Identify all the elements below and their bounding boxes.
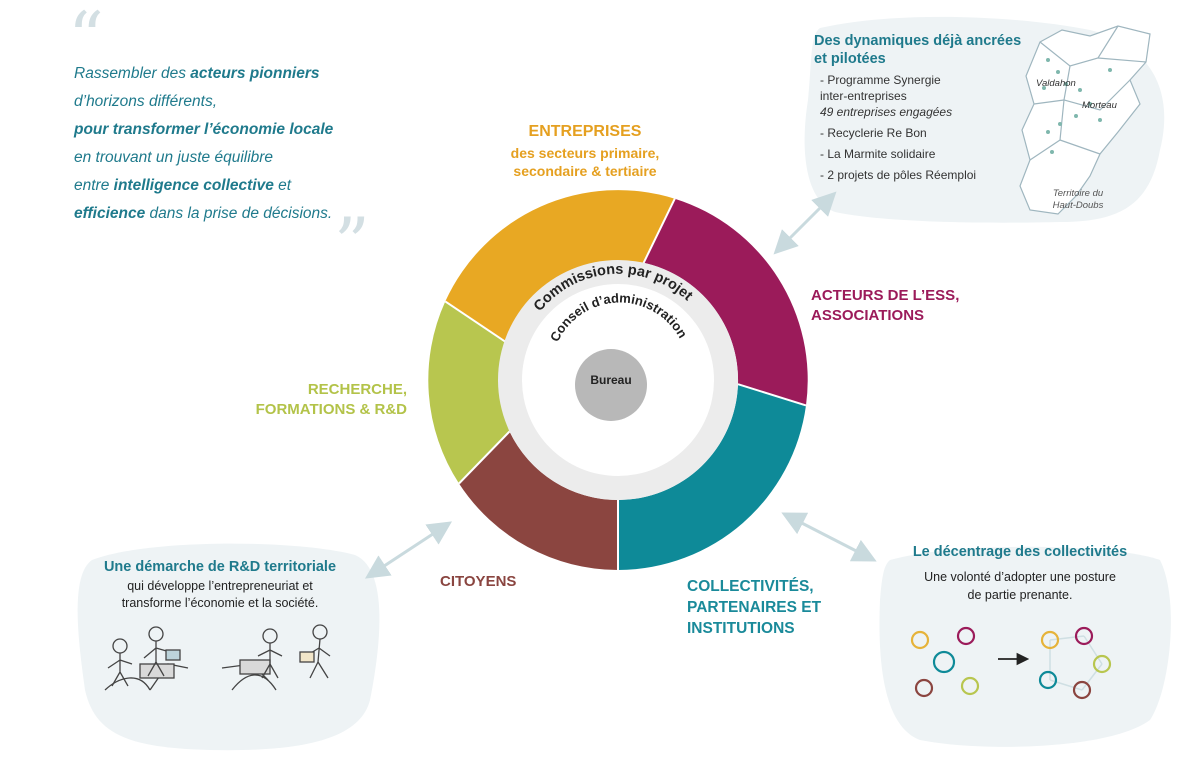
- recherche-label-line: FORMATIONS & R&D: [255, 401, 407, 418]
- quote-text: dans la prise de décisions.: [145, 205, 333, 222]
- quote-text: d’horizons différents,: [74, 93, 218, 110]
- rd-description-line: qui développe l’entrepreneuriat et: [127, 579, 313, 593]
- sector-recherche: [428, 301, 510, 484]
- list-item-text: - La Marmite solidaire: [820, 147, 936, 161]
- ess-label-line: ACTEURS DE L’ESS,: [811, 287, 960, 304]
- dynamiques-title: Des dynamiques déjà ancrées et pilotées: [814, 32, 1049, 68]
- map-label-morteau: Morteau: [1082, 100, 1117, 111]
- map-dots: [1042, 58, 1112, 154]
- collectivites-label-line: COLLECTIVITÉS,: [687, 578, 814, 595]
- quote-emphasis: intelligence collective: [113, 177, 274, 194]
- citoyens-label: CITOYENS: [440, 573, 517, 590]
- close-quote-icon: ”: [334, 203, 370, 285]
- list-item-text: inter-entreprises: [820, 89, 907, 103]
- network-nodes-after: [1038, 626, 1112, 700]
- network-before: [910, 626, 980, 698]
- quote-emphasis: efficience: [74, 205, 146, 222]
- list-item-text: - Recyclerie Re Bon: [820, 126, 927, 140]
- recherche-label-line: RECHERCHE,: [307, 381, 407, 398]
- entreprises-label: ENTREPRISES: [528, 123, 642, 140]
- sector-entreprises: [445, 190, 675, 345]
- list-item-text: 49 entreprises engagées: [820, 105, 953, 119]
- territory-caption-line: Haut-Doubs: [1052, 200, 1104, 211]
- decentrage-description-line: de partie prenante.: [967, 588, 1073, 602]
- dynamiques-title-line: Des dynamiques déjà ancrées: [814, 33, 1022, 49]
- rd-illustration: [104, 624, 331, 691]
- ess-label-line: ASSOCIATIONS: [811, 307, 925, 324]
- territory-caption: Territoire du Haut-Doubs: [1038, 188, 1118, 212]
- quote-text: entre: [74, 177, 114, 194]
- quote-text: Rassembler des: [74, 65, 191, 82]
- mission-quote: Rassembler des acteurs pionniers d’horiz…: [74, 60, 404, 228]
- decentrage-title: Le décentrage des collectivités: [912, 544, 1128, 560]
- ess-label: ACTEURS DE L’ESS, ASSOCIATIONS: [811, 286, 959, 326]
- collectivites-label-line: INSTITUTIONS: [687, 620, 795, 637]
- arrow-to-decentrage: [781, 512, 877, 562]
- list-item: - 2 projets de pôles Réemploi: [820, 167, 1020, 183]
- quote-emphasis: acteurs pionniers: [190, 65, 320, 82]
- quote-text: et: [273, 177, 292, 194]
- list-item: inter-entreprises: [820, 88, 1020, 104]
- list-item: 49 entreprises engagées: [820, 104, 1020, 120]
- list-item: - La Marmite solidaire: [820, 146, 1020, 162]
- rd-description: qui développe l’entrepreneuriat et trans…: [80, 578, 360, 612]
- list-item-text: - Programme Synergie: [820, 73, 941, 87]
- arrow-to-dynamiques: [773, 191, 837, 255]
- haut-doubs-map: [1019, 25, 1151, 215]
- dynamiques-title-line: et pilotées: [814, 51, 886, 67]
- sector-collectivites: [618, 384, 806, 570]
- collectivites-label-line: PARTENAIRES ET: [687, 599, 822, 616]
- decentrage-description: Une volonté d’adopter une posture de par…: [900, 568, 1140, 604]
- decentrage-blob: [879, 546, 1171, 747]
- sector-separators: [444, 198, 807, 570]
- sector-ess: [643, 198, 808, 406]
- rd-description-line: transforme l’économie et la société.: [121, 596, 319, 610]
- list-item: - Programme Synergie: [820, 72, 1020, 88]
- bureau-label: Bureau: [590, 373, 632, 387]
- list-item: - Recyclerie Re Bon: [820, 125, 1020, 141]
- quote-text: en trouvant un juste équilibre: [74, 149, 274, 166]
- rd-title: Une démarche de R&D territoriale: [103, 559, 337, 575]
- collectivites-label: COLLECTIVITÉS, PARTENAIRES ET INSTITUTIO…: [687, 576, 821, 639]
- list-item-text: - 2 projets de pôles Réemploi: [820, 168, 977, 182]
- entreprises-sublabel: des secteurs primaire, secondaire & tert…: [430, 144, 740, 180]
- territory-caption-line: Territoire du: [1052, 188, 1104, 199]
- rd-blob: [77, 543, 380, 751]
- quote-emphasis: pour transformer l’économie locale: [74, 121, 334, 138]
- entreprises-sub-line: des secteurs primaire,: [510, 145, 660, 161]
- sector-citoyens: [459, 431, 618, 570]
- decentrage-description-line: Une volonté d’adopter une posture: [924, 570, 1116, 584]
- map-label-valdahon: Valdahon: [1036, 78, 1076, 89]
- entreprises-sub-line: secondaire & tertiaire: [513, 163, 657, 179]
- open-quote-icon: “: [68, 0, 104, 79]
- arrow-to-rd: [364, 521, 453, 579]
- bureau-core: [575, 349, 647, 421]
- recherche-label: RECHERCHE, FORMATIONS & R&D: [222, 380, 407, 420]
- dynamiques-list: - Programme Synergie inter-entreprises 4…: [820, 72, 1020, 188]
